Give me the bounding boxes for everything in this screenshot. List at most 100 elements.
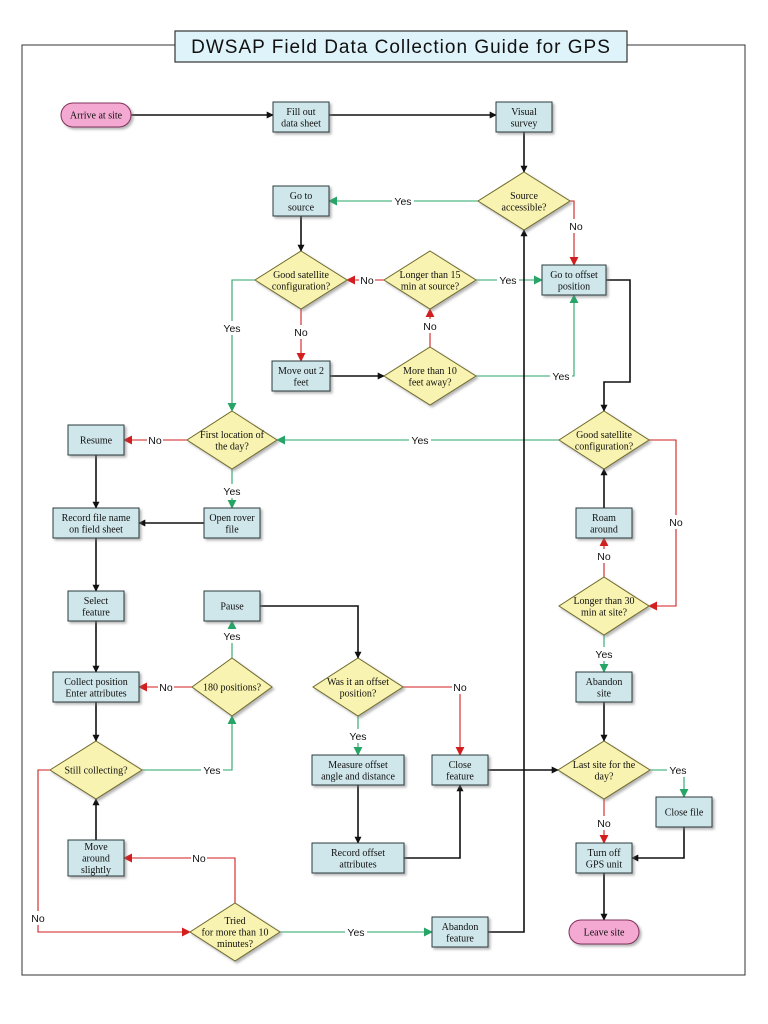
node-label: for more than 10 [202, 928, 269, 939]
edge-red [37, 769, 191, 937]
edge-green [227, 279, 255, 412]
edge-label-no: No [294, 327, 308, 339]
node-label: Source [510, 191, 538, 202]
node-label: on field sheet [69, 524, 123, 535]
edge-green [476, 294, 579, 377]
node-label: minutes? [217, 939, 254, 950]
edge-label-no: No [569, 221, 583, 233]
node-label: GPS unit [586, 859, 623, 870]
node-label: file [225, 524, 239, 535]
edge-label-yes: Yes [552, 371, 569, 383]
edge-label-yes: Yes [223, 631, 240, 643]
node-pause: Pause [203, 590, 261, 622]
node-label: configuration? [272, 281, 331, 292]
node-label: feature [446, 933, 474, 944]
edge-green [142, 715, 237, 771]
node-label: configuration? [575, 441, 634, 452]
node-label: Enter attributes [65, 688, 126, 699]
node-label: Arrive at site [70, 111, 123, 122]
node-label: Longer than 15 [399, 270, 460, 281]
node-label: Roam [592, 513, 616, 524]
edge-label-yes: Yes [669, 765, 686, 777]
node-label: position [558, 281, 590, 292]
node-label: Abandon [586, 677, 623, 688]
title-box [174, 30, 628, 63]
node-label: feet [294, 377, 309, 388]
node-label: Turn off [587, 848, 621, 859]
node-label: Longer than 30 [573, 596, 634, 607]
node-label: feet away? [408, 377, 452, 388]
edge-red [569, 200, 579, 266]
node-label: Move [84, 842, 108, 853]
node-label: Record offset [331, 848, 385, 859]
node-label: Abandon [442, 922, 479, 933]
node-label: 180 positions? [203, 683, 262, 694]
node-still: Still collecting? [49, 740, 143, 800]
node-label: Fill out [286, 107, 315, 118]
edge-label-yes: Yes [203, 765, 220, 777]
edge-label-no: No [360, 275, 374, 287]
node-label: source [288, 202, 315, 213]
node-label: day? [595, 771, 614, 782]
node-label: attributes [339, 859, 376, 870]
edge-label-no: No [159, 682, 173, 694]
node-label: slightly [81, 865, 111, 876]
edge-label-yes: Yes [595, 649, 612, 661]
node-label: data sheet [281, 118, 321, 129]
node-label: Close file [665, 808, 704, 819]
node-label: feature [446, 771, 474, 782]
node-label: feature [82, 607, 110, 618]
edge-red [403, 686, 465, 756]
edge-label-yes: Yes [499, 275, 516, 287]
edge-label-yes: Yes [349, 731, 366, 743]
node-p180: 180 positions? [191, 657, 273, 717]
node-resume: Resume [67, 424, 125, 456]
node-label: the day? [215, 441, 249, 452]
node-label: Last site for the [573, 760, 636, 771]
edge-label-no: No [669, 517, 683, 529]
node-label: Collect position [64, 677, 128, 688]
node-label: min at source? [401, 281, 460, 292]
node-arrive: Arrive at site [60, 102, 132, 128]
diagram-title: DWSAP Field Data Collection Guide for GP… [191, 37, 611, 58]
edge-red [123, 853, 236, 903]
node-label: Resume [80, 436, 113, 447]
node-label: Still collecting? [64, 766, 128, 777]
edge-label-no: No [423, 321, 437, 333]
node-label: survey [511, 118, 538, 129]
edge-label-yes: Yes [223, 486, 240, 498]
node-label: Move out 2 [278, 366, 324, 377]
node-label: Visual [511, 107, 537, 118]
edge-label-yes: Yes [347, 927, 364, 939]
node-label: site [597, 688, 611, 699]
edge-black [488, 229, 528, 933]
node-label: Tried [224, 916, 245, 927]
edge-label-yes: Yes [223, 323, 240, 335]
node-label: around [590, 524, 618, 535]
edge-label-no: No [597, 818, 611, 830]
node-label: Measure offset [328, 760, 388, 771]
edge-label-yes: Yes [411, 435, 428, 447]
